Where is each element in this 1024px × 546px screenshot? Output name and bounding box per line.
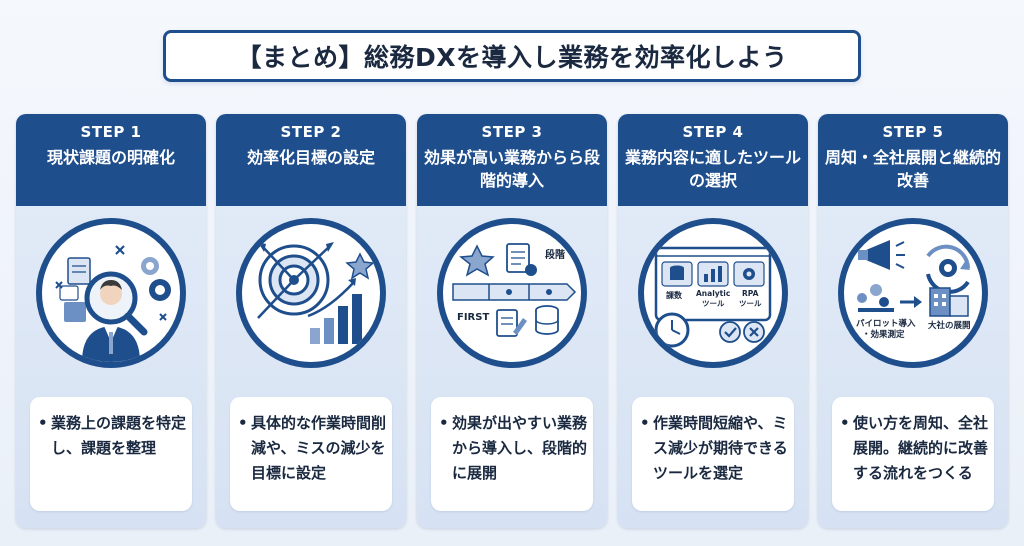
- tool-3-label-a: RPA: [742, 289, 759, 298]
- title-box: 【まとめ】総務DXを導入し業務を効率化しよう: [163, 30, 861, 82]
- pilot-label-2: ・効果測定: [862, 329, 905, 340]
- company-rollout-icon: パイロット導入 ・効果測定 大社の展開: [856, 240, 971, 340]
- step-title: 現状課題の明確化: [46, 148, 175, 167]
- step-icon-circle: 段階 FIRST: [437, 218, 587, 368]
- step-card-1: STEP 1 現状課題の明確化: [16, 114, 206, 528]
- step-header: STEP 3 効果が高い業務からら段階的導入: [417, 114, 607, 206]
- step-card-3: STEP 3 効果が高い業務からら段階的導入 段階 FIRST: [417, 114, 607, 528]
- step-description-box: 効果が出やすい業務から導入し、段階的に展開: [431, 397, 593, 511]
- target-growth-icon: [257, 242, 375, 344]
- step-header: STEP 2 効率化目標の設定: [216, 114, 406, 206]
- step-icon-circle: パイロット導入 ・効果測定 大社の展開: [838, 218, 988, 368]
- pilot-label-1: パイロット導入: [856, 318, 916, 329]
- page-title: 【まとめ】総務DXを導入し業務を効率化しよう: [236, 43, 788, 72]
- phased-rollout-icon: 段階 FIRST: [452, 243, 577, 337]
- step-title: 業務内容に適したツールの選択: [624, 148, 801, 190]
- step-card-4: STEP 4 業務内容に適したツールの選択 課数 Analytic ツール: [618, 114, 808, 528]
- step-icon-circle: [36, 218, 186, 368]
- phase-label: 段階: [545, 248, 565, 261]
- tool-3-label-b: ツール: [739, 299, 762, 308]
- step-header: STEP 4 業務内容に適したツールの選択: [618, 114, 808, 206]
- tool-2-label-a: Analytic: [696, 289, 730, 298]
- step-label: STEP 5: [882, 123, 944, 141]
- step-icon-circle: 課数 Analytic ツール RPA ツール: [638, 218, 788, 368]
- step-label: STEP 3: [481, 123, 543, 141]
- step-header: STEP 1 現状課題の明確化: [16, 114, 206, 206]
- magnifier-person-icon: [55, 245, 171, 362]
- step-description-box: 業務上の課題を特定し、課題を整理: [30, 397, 192, 511]
- step-label: STEP 2: [280, 123, 342, 141]
- steps-row: STEP 1 現状課題の明確化: [16, 114, 1008, 528]
- tool-selection-icon: 課数 Analytic ツール RPA ツール: [654, 246, 772, 348]
- step-description: 使い方を周知、全社展開。継続的に改善する流れをつくる: [840, 411, 988, 511]
- tool-2-label-b: ツール: [702, 299, 725, 308]
- step-title: 効果が高い業務からら段階的導入: [423, 148, 600, 190]
- step-card-2: STEP 2 効率化目標の設定: [216, 114, 406, 528]
- step-title: 効率化目標の設定: [246, 148, 375, 167]
- tool-1-label: 課数: [666, 290, 683, 300]
- step-description: 効果が出やすい業務から導入し、段階的に展開: [439, 411, 587, 511]
- step-description: 具体的な作業時間削減や、ミスの減少を目標に設定: [238, 411, 386, 511]
- step-card-5: STEP 5 周知・全社展開と継続的改善: [818, 114, 1008, 528]
- first-label: FIRST: [457, 312, 489, 323]
- step-description: 業務上の課題を特定し、課題を整理: [38, 411, 186, 511]
- step-description: 作業時間短縮や、ミス減少が期待できるツールを選定: [640, 411, 788, 511]
- company-label: 大社の展開: [928, 320, 971, 331]
- step-description-box: 作業時間短縮や、ミス減少が期待できるツールを選定: [632, 397, 794, 511]
- step-label: STEP 4: [682, 123, 744, 141]
- step-icon-circle: [236, 218, 386, 368]
- step-header: STEP 5 周知・全社展開と継続的改善: [818, 114, 1008, 206]
- step-description-box: 具体的な作業時間削減や、ミスの減少を目標に設定: [230, 397, 392, 511]
- step-description-box: 使い方を周知、全社展開。継続的に改善する流れをつくる: [832, 397, 994, 511]
- step-label: STEP 1: [80, 123, 142, 141]
- step-title: 周知・全社展開と継続的改善: [824, 148, 1001, 190]
